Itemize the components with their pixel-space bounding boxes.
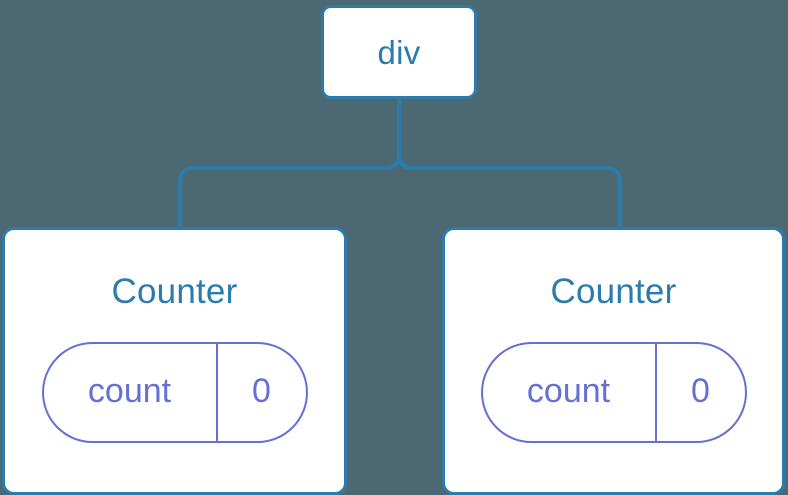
state-pill-right-value: 0 <box>654 344 745 441</box>
connector-branch-left <box>178 166 385 227</box>
state-pill-right[interactable]: count 0 <box>480 342 747 443</box>
state-pill-left-key: count <box>87 372 172 410</box>
node-counter-left[interactable]: Counter count 0 <box>2 227 347 495</box>
node-counter-right[interactable]: Counter count 0 <box>442 227 785 495</box>
state-pill-right-key: count <box>526 372 611 410</box>
node-div-label: div <box>377 33 421 71</box>
connector-stem <box>397 99 414 170</box>
node-counter-left-label: Counter <box>111 272 238 311</box>
connector-stem-left-shoulder <box>384 153 401 170</box>
state-pill-left-value: 0 <box>215 344 306 441</box>
connector-branch-right <box>413 166 622 227</box>
state-pill-left[interactable]: count 0 <box>41 342 308 443</box>
node-div[interactable]: div <box>321 5 477 99</box>
node-counter-right-label: Counter <box>550 272 677 311</box>
